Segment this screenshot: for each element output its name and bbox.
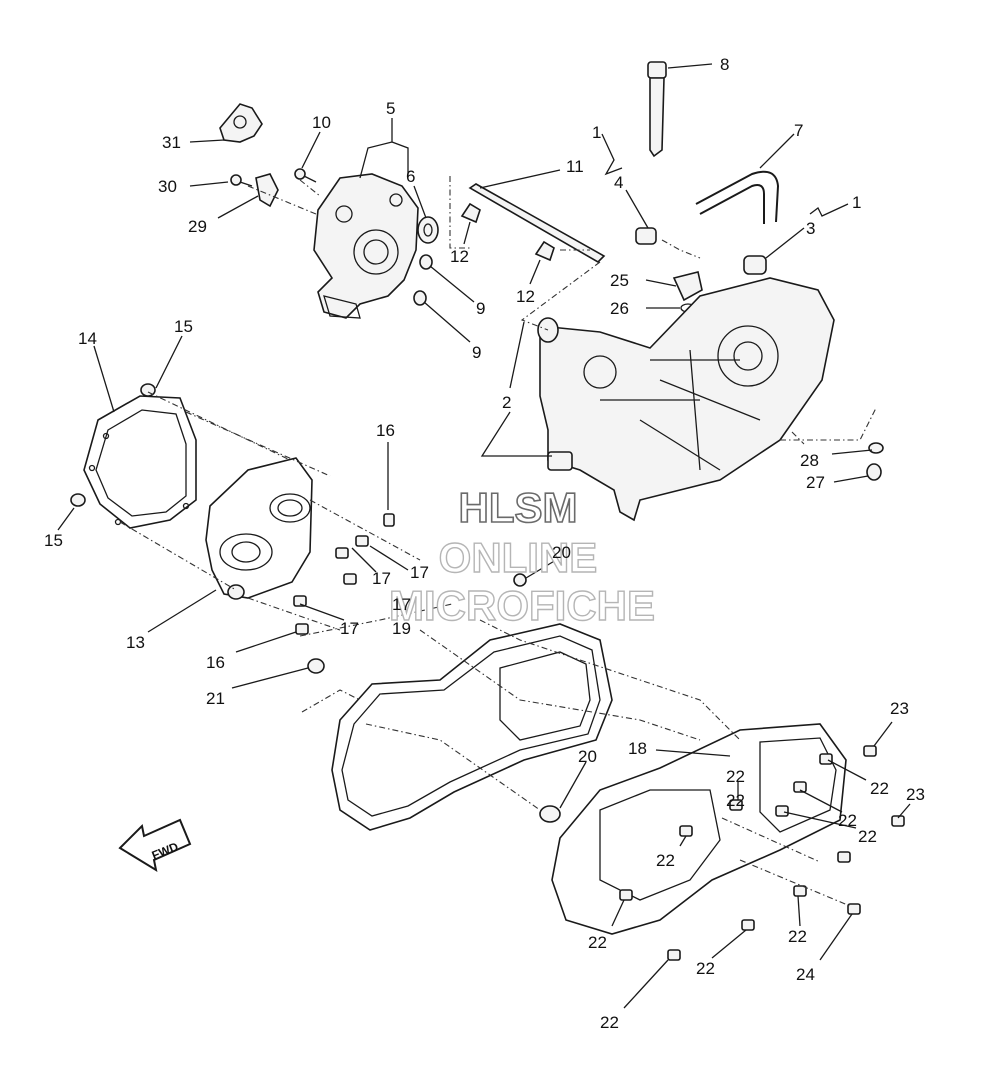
callout-29: 29 [188,217,207,236]
callout-6: 6 [406,167,415,186]
callout-10: 10 [312,113,331,132]
part-6-bearing [417,216,439,244]
part-5-housing [313,173,419,319]
part-16-17-bolts [293,513,395,635]
part-29-clip [255,173,279,208]
callout-17-c: 17 [392,595,411,614]
callout-21: 21 [206,689,225,708]
callout-5: 5 [386,99,395,118]
callout-22-e: 22 [858,827,877,846]
part-9-dowels [413,254,433,306]
part-4-fitting [635,227,657,245]
callout-22-f: 22 [656,851,675,870]
callout-17-a: 17 [372,569,391,588]
watermark: HLSM ONLINE MICROFICHE [388,483,655,630]
callout-1-left: 1 [592,123,601,142]
part-10-bolt [294,168,317,183]
callout-3: 3 [806,219,815,238]
callout-7: 7 [794,121,803,140]
callout-16-top: 16 [376,421,395,440]
callout-26: 26 [610,299,629,318]
callout-4: 4 [614,173,623,192]
part-11-shaft [468,183,606,264]
callout-11: 11 [566,157,584,176]
part-13-cover [205,457,313,600]
part-28-27-bolts [866,442,884,481]
callout-23-top: 23 [890,699,909,718]
callout-22-j: 22 [600,1013,619,1032]
callout-28: 28 [800,451,819,470]
callout-8: 8 [720,55,729,74]
callout-22-a: 22 [726,767,745,786]
callout-12-upper: 12 [450,247,469,266]
callout-24: 24 [796,965,815,984]
callout-22-h: 22 [588,933,607,952]
callout-17-d: 17 [340,619,359,638]
leader-lines [57,63,911,1009]
fwd-arrow: FWD [118,818,192,873]
part-7-hose [695,170,780,224]
callout-27: 27 [806,473,825,492]
callout-31: 31 [162,133,181,152]
callout-15-top: 15 [174,317,193,336]
callout-22-c: 22 [726,791,745,810]
assembly-guide-lines [119,176,877,907]
callout-12-lower: 12 [516,287,535,306]
callout-14: 14 [78,329,97,348]
callout-20-lower: 20 [578,747,597,766]
part-31-plate [219,103,263,143]
callout-23-bottom: 23 [906,785,925,804]
watermark-line1: HLSM [459,484,578,531]
part-25-plug [672,271,703,302]
callout-30: 30 [158,177,177,196]
part-30-bolt [230,174,253,187]
callout-13: 13 [126,633,145,652]
part-22-23-bolts [619,745,905,961]
callout-15-bottom: 15 [44,531,63,550]
callout-1-right: 1 [852,193,861,212]
callout-19: 19 [392,619,411,638]
callout-25: 25 [610,271,629,290]
part-14-gasket [83,395,197,529]
part-2-crankcase [537,277,835,522]
callout-2: 2 [502,393,511,412]
part-12-clips [460,202,555,262]
watermark-line3: MICROFICHE [389,582,655,629]
callout-22-g: 22 [788,927,807,946]
callout-22-b: 22 [870,779,889,798]
callout-labels: 31 30 29 10 5 6 12 12 9 9 11 8 7 1 4 1 3… [44,55,925,1032]
callout-22-i: 22 [696,959,715,978]
part-15-dowels [70,383,156,507]
watermark-line2: ONLINE [439,534,598,581]
part-21-dowel [307,573,527,674]
callout-18: 18 [628,739,647,758]
part-19-gasket [331,623,613,831]
callout-17-b: 17 [410,563,429,582]
part-3-fitting [743,255,767,275]
callout-9-upper: 9 [476,299,485,318]
callout-22-d: 22 [838,811,857,830]
part-18-24-outer-cover [539,723,847,935]
callout-16-bottom: 16 [206,653,225,672]
callout-20-upper: 20 [552,543,571,562]
part-8-dipstick [647,61,667,158]
callout-9-lower: 9 [472,343,481,362]
